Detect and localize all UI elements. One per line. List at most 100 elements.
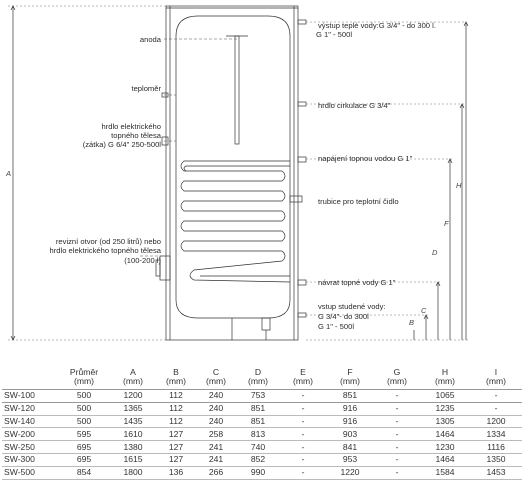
table-cell: - (374, 415, 420, 429)
table-cell: 852 (236, 453, 280, 467)
table-cell: - (280, 415, 326, 429)
table-cell: - (280, 427, 326, 442)
column-header: B(mm) (156, 368, 196, 390)
table-cell: 241 (196, 453, 236, 467)
table-cell: - (280, 440, 326, 454)
column-header-title: F (347, 367, 353, 377)
table-cell: 953 (326, 453, 374, 467)
column-header: Průměr(mm) (58, 368, 110, 390)
label-vstup-sv-2: G 3/4"- do 300l (318, 312, 369, 321)
column-header-unit: (mm) (339, 376, 361, 386)
table-cell: 1065 (420, 389, 470, 403)
column-header-unit: (mm) (386, 376, 408, 386)
label-vystup-tv-1: výstup teplé vody:G 3/4" - do 300 l. (318, 21, 436, 30)
column-header-unit: (mm) (434, 376, 456, 386)
dim-label-d: D (432, 248, 438, 257)
dim-label-h: H (456, 181, 462, 190)
column-header: H(mm) (420, 368, 470, 390)
table-cell: - (374, 389, 420, 403)
table-cell: 740 (236, 440, 280, 454)
label-hrdlo-el-1: hrdlo elektrického (101, 122, 161, 131)
table-cell: 1350 (470, 453, 522, 467)
column-header: A(mm) (110, 368, 156, 390)
table-cell: 1305 (420, 415, 470, 429)
table-cell: 1365 (110, 402, 156, 416)
table-cell: 1435 (110, 415, 156, 429)
table-cell: 1584 (420, 466, 470, 480)
table-cell: 1230 (420, 440, 470, 454)
model-cell: SW-500 (2, 466, 58, 480)
connection-stubs (155, 19, 307, 318)
table-cell: 903 (326, 427, 374, 442)
label-teplomer: teploměr (131, 84, 161, 93)
label-vstup-sv-3: G 1" - 500l (318, 322, 354, 331)
anode (226, 35, 248, 145)
table-cell: 240 (196, 389, 236, 403)
column-header-title: D (254, 367, 262, 377)
column-header-unit: (mm) (292, 376, 314, 386)
dim-label-b: B (409, 318, 414, 327)
label-trubice: trubice pro teplotní čidlo (318, 197, 399, 206)
label-vstup-sv-1: vstup studené vody: (318, 302, 386, 311)
table-cell: - (374, 440, 420, 454)
dim-label-f: F (444, 219, 449, 228)
table-cell: 112 (156, 402, 196, 416)
table-cell: 136 (156, 466, 196, 480)
table-cell: 813 (236, 427, 280, 442)
table-cell: - (470, 389, 522, 403)
spec-table-head: Průměr(mm)A(mm)B(mm)C(mm)D(mm)E(mm)F(mm)… (2, 368, 522, 390)
table-cell: 1200 (470, 415, 522, 429)
column-header-title: A (130, 367, 136, 377)
sensor-tube (289, 195, 303, 203)
table-cell: 1235 (420, 402, 470, 416)
table-cell: - (280, 402, 326, 416)
table-cell: 127 (156, 440, 196, 454)
table-cell: 695 (58, 440, 110, 454)
table-cell: - (280, 466, 326, 480)
table-cell: - (374, 427, 420, 442)
table-cell: 1615 (110, 453, 156, 467)
label-napajeni: napájení topnou vodou G 1" (318, 154, 413, 163)
column-header-title: E (300, 367, 306, 377)
column-header: E(mm) (280, 368, 326, 390)
table-cell: - (280, 453, 326, 467)
label-hrdlo-el-3: (zátka) G 6/4" 250-500l (83, 140, 162, 149)
column-header-unit: (mm) (122, 376, 144, 386)
table-cell: 916 (326, 402, 374, 416)
column-header-unit: (mm) (485, 376, 507, 386)
label-navrat: návrat topné vody G 1" (318, 278, 396, 287)
model-cell: SW-300 (2, 453, 58, 467)
table-cell: 1800 (110, 466, 156, 480)
column-header-unit: (mm) (165, 376, 187, 386)
header-row: Průměr(mm)A(mm)B(mm)C(mm)D(mm)E(mm)F(mm)… (2, 368, 522, 390)
table-cell: 127 (156, 427, 196, 442)
table-cell: 266 (196, 466, 236, 480)
column-header: C(mm) (196, 368, 236, 390)
dimension-A: A (5, 5, 166, 341)
label-vystup-tv-2: G 1" - 500l (316, 30, 352, 39)
column-header-title: C (212, 367, 220, 377)
label-cirkulace: hrdlo cirkulace G 3/4" (318, 101, 391, 110)
table-cell: - (374, 466, 420, 480)
table-cell: 916 (326, 415, 374, 429)
table-cell: 500 (58, 389, 110, 403)
column-header: D(mm) (236, 368, 280, 390)
column-header (2, 368, 58, 390)
column-header-title: Průměr (69, 367, 99, 377)
column-header-title: H (441, 367, 449, 377)
column-header-title: B (173, 367, 179, 377)
label-revizni-2: hrdlo elektrického topného tělesa (50, 246, 162, 255)
table-cell: 1116 (470, 440, 522, 454)
table-cell: 258 (196, 427, 236, 442)
table-cell: 990 (236, 466, 280, 480)
column-header-title: I (494, 367, 498, 377)
table-cell: 753 (236, 389, 280, 403)
table-cell: 1200 (110, 389, 156, 403)
